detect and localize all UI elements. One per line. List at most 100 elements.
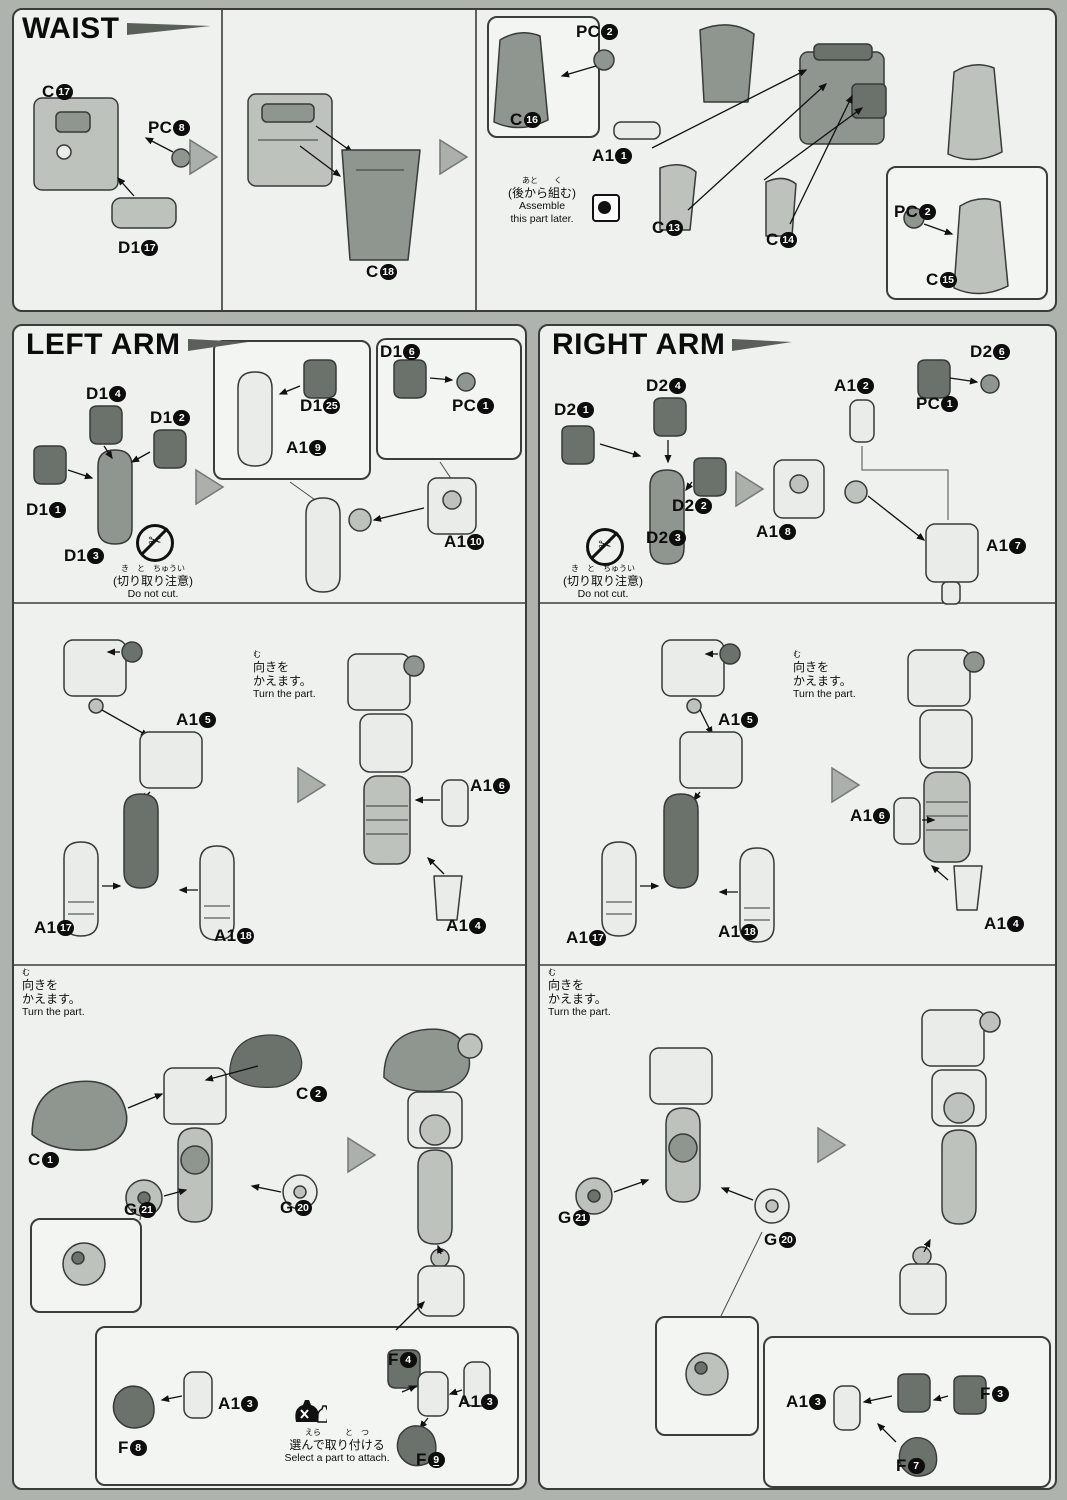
- select-part-icon: [293, 1394, 329, 1429]
- turn-part-note-right-step2: む 向きを かえます。 Turn the part.: [793, 650, 856, 701]
- turn-jp2: かえます。: [548, 991, 607, 1006]
- title-arrow: [732, 339, 793, 351]
- do-not-cut-furigana: き と ちゅうい: [121, 564, 185, 573]
- turn-furigana: む: [793, 650, 801, 659]
- left-arm-title-text: LEFT ARM: [26, 328, 181, 361]
- right-arm-panel: [538, 324, 1057, 1490]
- do-not-cut-jp: (切り取り注意): [563, 573, 643, 588]
- title-arrow: [187, 339, 248, 351]
- select-en: Select a part to attach.: [284, 1451, 390, 1464]
- turn-part-note-left-step3: む 向きを かえます。 Turn the part.: [22, 968, 85, 1019]
- turn-jp2: かえます。: [253, 673, 312, 688]
- turn-jp1: 向きを: [253, 659, 290, 674]
- turn-furigana: む: [253, 650, 261, 659]
- turn-jp2: かえます。: [22, 991, 81, 1006]
- assemble-later-icon: [592, 194, 620, 222]
- turn-en: Turn the part.: [22, 1006, 85, 1019]
- turn-jp1: 向きを: [548, 977, 585, 992]
- section-title-waist: WAIST: [22, 12, 211, 46]
- title-arrow: [126, 23, 211, 35]
- select-part-note: えら と つ 選んで取り付ける Select a part to attach.: [252, 1428, 422, 1465]
- do-not-cut-note-right: き と ちゅうい (切り取り注意) Do not cut.: [548, 564, 658, 601]
- do-not-cut-jp: (切り取り注意): [113, 573, 193, 588]
- left-arm-panel: [12, 324, 527, 1490]
- turn-furigana: む: [548, 968, 556, 977]
- do-not-cut-note-left: き と ちゅうい (切り取り注意) Do not cut.: [98, 564, 208, 601]
- turn-jp2: かえます。: [793, 673, 852, 688]
- do-not-cut-furigana: き と ちゅうい: [571, 564, 635, 573]
- do-not-cut-icon-left: ✂: [136, 524, 174, 562]
- select-furigana: えら と つ: [305, 1428, 369, 1437]
- turn-part-note-left-step2: む 向きを かえます。 Turn the part.: [253, 650, 316, 701]
- rightarm-detail-inset: [655, 1316, 759, 1436]
- turn-en: Turn the part.: [253, 688, 316, 701]
- assemble-later-note: あと く (後から組む) Assemble this part later.: [498, 176, 586, 225]
- assemble-later-en2: this part later.: [510, 212, 574, 225]
- assemble-later-en1: Assemble: [518, 199, 566, 212]
- turn-furigana: む: [22, 968, 30, 977]
- turn-part-note-right-step3: む 向きを かえます。 Turn the part.: [548, 968, 611, 1019]
- do-not-cut-icon-right: ✂: [586, 528, 624, 566]
- select-jp: 選んで取り付ける: [289, 1437, 385, 1452]
- section-title-left-arm: LEFT ARM: [26, 328, 248, 362]
- right-arm-title-text: RIGHT ARM: [552, 328, 726, 361]
- do-not-cut-en: Do not cut.: [577, 587, 629, 600]
- do-not-cut-en: Do not cut.: [127, 587, 179, 600]
- turn-en: Turn the part.: [793, 688, 856, 701]
- turn-jp1: 向きを: [22, 977, 59, 992]
- section-title-right-arm: RIGHT ARM: [552, 328, 793, 362]
- turn-jp1: 向きを: [793, 659, 830, 674]
- turn-en: Turn the part.: [548, 1006, 611, 1019]
- leftarm-detail-inset: [30, 1218, 142, 1313]
- waist-title-text: WAIST: [22, 12, 120, 45]
